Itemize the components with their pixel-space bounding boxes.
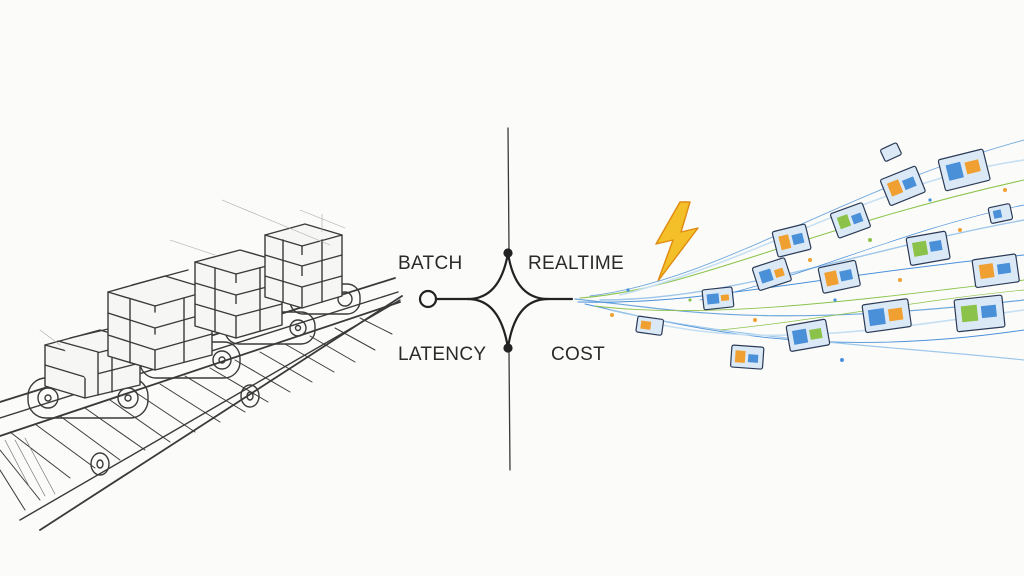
screen-card <box>771 223 812 258</box>
realtime-label: REALTIME <box>528 253 625 274</box>
center-divider <box>507 127 511 471</box>
screen-card <box>971 253 1020 289</box>
screen-card <box>861 298 912 334</box>
crate-stack-2 <box>107 269 213 371</box>
start-node <box>418 289 438 309</box>
screen-card <box>635 315 665 336</box>
screen-card <box>937 148 991 192</box>
screen-card <box>729 344 765 370</box>
screen-card <box>817 259 861 294</box>
crate-stack-3 <box>194 249 283 339</box>
screen-cards <box>635 142 1020 370</box>
lightning-bolt-icon <box>655 201 699 282</box>
conveyor-belt-illustration <box>0 199 403 531</box>
latency-label: LATENCY <box>398 344 487 365</box>
screen-card <box>905 230 951 266</box>
screen-card <box>785 318 831 352</box>
screen-card <box>751 257 792 291</box>
screen-card <box>829 202 871 239</box>
screen-card <box>987 203 1014 224</box>
bottom-node <box>503 343 513 353</box>
crate-stack-4 <box>264 223 343 309</box>
junction-diagram <box>418 248 574 353</box>
top-node <box>503 248 513 258</box>
screen-card <box>880 142 902 162</box>
batch-label: BATCH <box>398 253 463 274</box>
cost-label: COST <box>551 344 605 365</box>
screen-card <box>953 294 1006 333</box>
screen-card <box>880 165 926 206</box>
screen-card <box>701 286 735 311</box>
